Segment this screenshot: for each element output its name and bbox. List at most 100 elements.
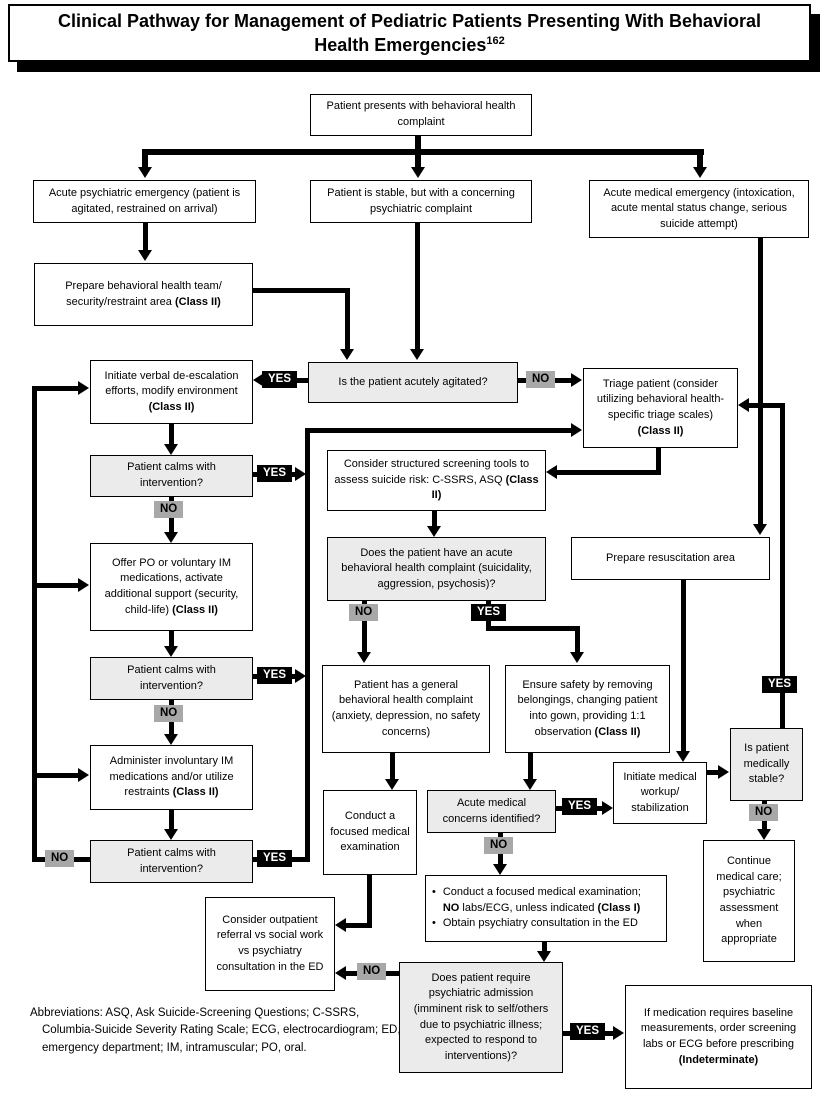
connector [415, 135, 421, 151]
connector [681, 580, 686, 752]
arrowhead-right [78, 381, 89, 395]
node-text: Patient calms with intervention? [127, 846, 216, 875]
arrowhead-left [335, 918, 346, 932]
label-no-agitated: NO [526, 371, 556, 388]
arrowhead-down [138, 167, 152, 178]
connector [345, 288, 350, 351]
node-offer-po-im-medications: Offer PO or voluntary IM medications, ac… [90, 543, 253, 631]
bullet-text: Obtain psychiatry consultation in the ED [442, 917, 638, 930]
arrowhead-down [411, 167, 425, 178]
node-patient-calms-2: Patient calms with intervention? [90, 657, 253, 700]
node-text: Patient is stable, but with a concerning… [327, 186, 515, 215]
arrowhead-right [613, 1026, 624, 1040]
node-text: Conduct a focused medical examination [330, 810, 410, 854]
arrowhead-down [753, 524, 767, 535]
arrowhead-down [340, 349, 354, 360]
node-text: Initiate medical workup/ stabilization [623, 770, 697, 814]
node-text: Prepare behavioral health team/ security… [65, 279, 222, 308]
connector [780, 403, 785, 728]
arrowhead-down [164, 646, 178, 657]
node-text: Acute medical concerns identified? [442, 796, 541, 825]
node-patient-stable: Patient is stable, but with a concerning… [310, 180, 532, 223]
connector [656, 448, 661, 475]
node-patient-calms-1: Patient calms with intervention? [90, 455, 253, 497]
node-text: Prepare resuscitation area [605, 551, 735, 564]
label-no-calms-2: NO [154, 705, 184, 722]
connector [169, 424, 174, 446]
connector [143, 223, 148, 252]
node-acute-bh-complaint-decision: Does the patient have an acute behaviora… [327, 537, 546, 601]
node-consider-outpatient-referral: Consider outpatient referral vs social w… [205, 897, 335, 991]
arrowhead-right [602, 801, 613, 815]
label-yes-calms-2: YES [257, 667, 293, 684]
node-initiate-verbal-deescalation: Initiate verbal de-escalation efforts, m… [90, 360, 253, 424]
node-prepare-team: Prepare behavioral health team/ security… [34, 263, 253, 326]
connector [758, 238, 763, 526]
connector [32, 773, 79, 778]
arrowhead-down [357, 652, 371, 663]
node-ed-management-bullets: • Conduct a focused medical examination; … [425, 875, 667, 942]
node-text: Is patient medically stable? [743, 742, 790, 786]
connector [697, 149, 703, 169]
node-prepare-resuscitation-area: Prepare resuscitation area [571, 537, 770, 580]
abbreviations-note: Abbreviations: ASQ, Ask Suicide-Screenin… [30, 1007, 401, 1054]
node-text: Initiate verbal de-escalation efforts, m… [104, 369, 239, 413]
arrowhead-down [523, 779, 537, 790]
arrowhead-down [693, 167, 707, 178]
connector [142, 149, 704, 155]
arrowhead-left [546, 465, 557, 479]
connector [707, 770, 720, 775]
node-ensure-safety: Ensure safety by removing belongings, ch… [505, 665, 670, 753]
title-text: Clinical Pathway for Management of Pedia… [57, 10, 761, 55]
node-acute-medical-emergency: Acute medical emergency (intoxication, a… [589, 180, 809, 238]
connector [253, 288, 350, 293]
node-text: Patient calms with intervention? [127, 461, 216, 489]
arrowhead-down [138, 250, 152, 261]
arrowhead-right [78, 768, 89, 782]
arrowhead-down [537, 951, 551, 962]
node-text: Consider outpatient referral vs social w… [216, 913, 324, 973]
page-title: Clinical Pathway for Management of Pedia… [40, 9, 779, 58]
connector [575, 626, 580, 654]
label-yes-calms-3: YES [257, 850, 293, 867]
node-general-bh-complaint: Patient has a general behavioral health … [322, 665, 490, 753]
node-structured-screening: Consider structured screening tools to a… [327, 450, 546, 511]
title-reference-superscript: 162 [486, 35, 505, 47]
node-text: Consider structured screening tools to a… [334, 458, 539, 502]
label-no-calms-1: NO [154, 501, 184, 518]
node-text: Patient presents with behavioral health … [326, 100, 516, 128]
bullet-text: Conduct a focused medical examination; N… [442, 886, 641, 914]
arrowhead-right [571, 423, 582, 437]
node-continue-medical-care: Continue medical care; psychiatric asses… [703, 840, 795, 962]
list-item: • Conduct a focused medical examination; … [432, 885, 660, 916]
label-yes-acute-concerns: YES [562, 798, 598, 815]
arrowhead-left [738, 398, 749, 412]
connector [432, 511, 437, 528]
node-patient-presents: Patient presents with behavioral health … [310, 94, 532, 136]
node-triage-patient: Triage patient (consider utilizing behav… [583, 368, 738, 448]
node-initiate-medical-workup: Initiate medical workup/ stabilization [613, 762, 707, 824]
connector [362, 601, 367, 654]
connector [542, 942, 547, 952]
arrowhead-left [253, 373, 264, 387]
label-yes-acute-bh: YES [471, 604, 507, 621]
arrowhead-right [78, 578, 89, 592]
arrowhead-down [385, 779, 399, 790]
connector [528, 753, 533, 781]
node-text: Is the patient acutely agitated? [338, 375, 488, 388]
bullet-icon: • [432, 886, 436, 899]
node-text: Patient has a general behavioral health … [331, 678, 481, 738]
arrowhead-left [335, 966, 346, 980]
node-acute-medical-concerns-decision: Acute medical concerns identified? [427, 790, 556, 833]
connector [415, 155, 421, 169]
connector [367, 875, 372, 928]
label-yes-medically-stable: YES [762, 676, 798, 693]
arrowhead-right [295, 669, 306, 683]
connector [749, 403, 785, 408]
node-text: Offer PO or voluntary IM medications, ac… [104, 556, 239, 616]
connector [305, 428, 310, 862]
label-no-psych-admission: NO [357, 963, 387, 980]
label-no-acute-bh: NO [349, 604, 379, 621]
node-text: Does patient require psychiatric admissi… [413, 971, 549, 1062]
connector [344, 923, 372, 928]
